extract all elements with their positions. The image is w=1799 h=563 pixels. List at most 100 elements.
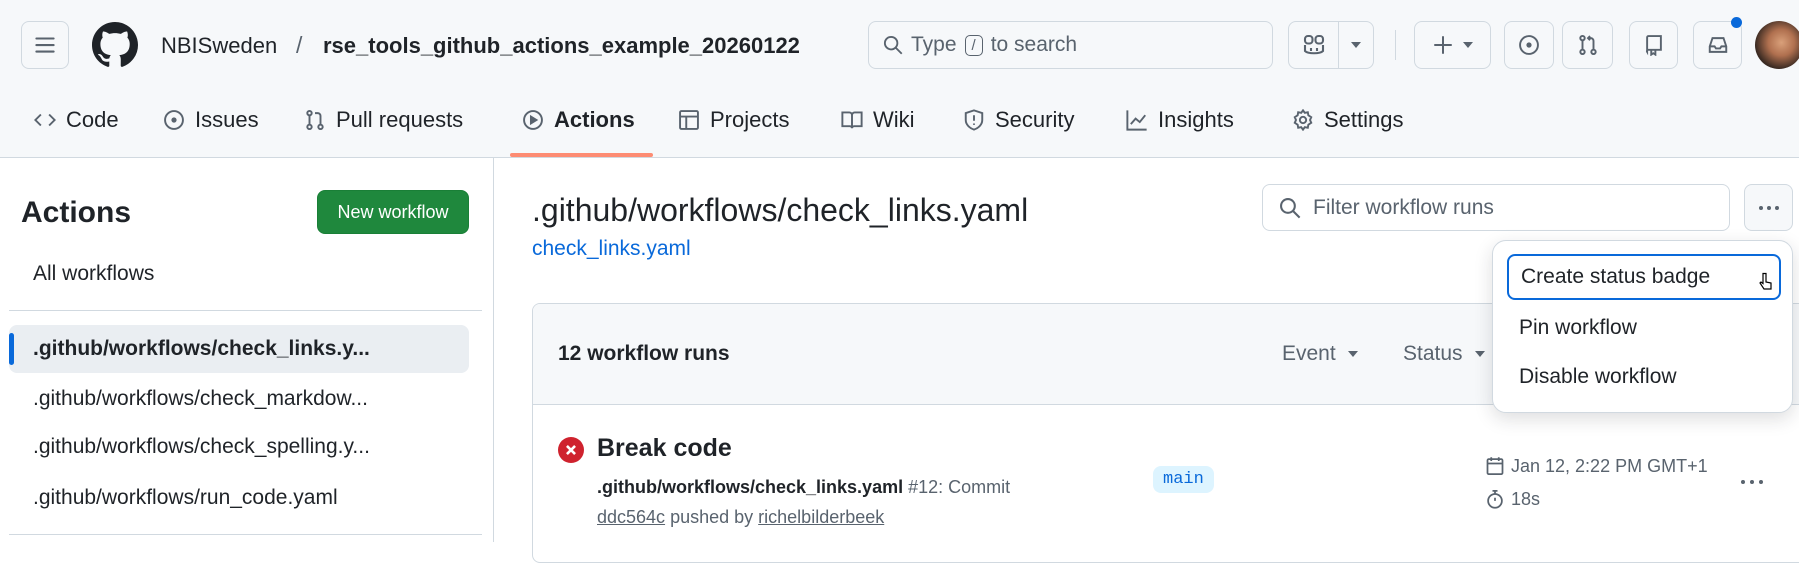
- search-prefix: Type: [911, 33, 957, 56]
- tab-label: Insights: [1158, 107, 1234, 132]
- menu-item-disable-workflow[interactable]: Disable workflow: [1507, 354, 1781, 400]
- search-icon: [1280, 197, 1301, 218]
- tab-projects[interactable]: Projects: [678, 104, 789, 136]
- breadcrumb-separator: /: [296, 32, 303, 58]
- tab-label: Issues: [195, 107, 259, 132]
- header-divider: [1395, 30, 1396, 60]
- menu-item-label: Disable workflow: [1519, 365, 1677, 388]
- chevron-down-icon: [1462, 42, 1473, 48]
- owner-link[interactable]: NBISweden: [161, 33, 278, 58]
- repositories-button[interactable]: [1629, 21, 1678, 69]
- plus-icon: [1433, 36, 1452, 54]
- chevron-down-icon: [1347, 351, 1358, 357]
- tab-settings[interactable]: Settings: [1292, 104, 1404, 136]
- chevron-down-icon: [1351, 42, 1361, 48]
- run-commit-line: ddc564c pushed by richelbilderbeek: [597, 507, 884, 528]
- sidebar-title: Actions: [21, 196, 132, 229]
- event-filter-dropdown[interactable]: Event: [1282, 342, 1358, 366]
- menu-item-label: Create status badge: [1521, 265, 1711, 288]
- sidebar-divider: [9, 310, 482, 311]
- workflow-file-link[interactable]: check_links.yaml: [532, 237, 691, 260]
- menu-item-create-status-badge[interactable]: Create status badge: [1507, 254, 1781, 300]
- sidebar-item-all-workflows[interactable]: All workflows: [33, 262, 155, 285]
- tab-actions[interactable]: Actions: [522, 104, 635, 136]
- tab-insights[interactable]: Insights: [1126, 104, 1234, 136]
- run-options-button[interactable]: [1736, 475, 1768, 489]
- inbox-button[interactable]: [1693, 21, 1742, 69]
- copilot-icon: [1303, 34, 1324, 55]
- tab-label: Code: [66, 107, 119, 132]
- filter-label: Event: [1282, 342, 1336, 365]
- sidebar-item-workflow[interactable]: .github/workflows/check_spelling.y...: [9, 423, 469, 471]
- run-date: Jan 12, 2:22 PM GMT+1: [1485, 455, 1708, 477]
- your-issues-button[interactable]: [1504, 21, 1554, 69]
- play-icon: [523, 110, 543, 130]
- workflow-options-button[interactable]: [1744, 184, 1793, 231]
- kebab-horizontal-icon: [1758, 205, 1779, 210]
- runs-count: 12 workflow runs: [558, 342, 730, 365]
- pushed-by-text: pushed by: [670, 507, 754, 527]
- failure-x-circle-icon: [558, 437, 584, 463]
- tab-pull-requests[interactable]: Pull requests: [304, 104, 463, 136]
- menu-item-pin-workflow[interactable]: Pin workflow: [1507, 305, 1781, 351]
- tab-wiki[interactable]: Wiki: [841, 104, 915, 136]
- workflow-label: .github/workflows/check_markdow...: [33, 387, 368, 410]
- tab-label: Security: [995, 107, 1075, 132]
- sidebar-item-workflow-selected[interactable]: .github/workflows/check_links.y...: [9, 325, 469, 373]
- repo-header: NBISweden / rse_tools_github_actions_exa…: [0, 0, 1799, 158]
- tab-label: Projects: [710, 107, 790, 132]
- selected-indicator: [9, 333, 14, 365]
- issue-icon: [1519, 35, 1539, 55]
- tab-security[interactable]: Security: [963, 104, 1074, 136]
- kebab-horizontal-icon: [1741, 480, 1763, 484]
- sidebar-item-workflow[interactable]: .github/workflows/run_code.yaml: [9, 474, 469, 522]
- tab-code[interactable]: Code: [34, 104, 119, 136]
- workflow-label: .github/workflows/check_links.y...: [33, 337, 370, 360]
- workflow-label: .github/workflows/check_spelling.y...: [33, 435, 370, 458]
- status-filter-dropdown[interactable]: Status: [1403, 342, 1485, 366]
- run-date-text: Jan 12, 2:22 PM GMT+1: [1511, 455, 1708, 476]
- hamburger-icon: [35, 37, 55, 53]
- repo-link[interactable]: rse_tools_github_actions_example_2026012…: [323, 33, 800, 58]
- notification-dot: [1731, 17, 1742, 28]
- tab-issues[interactable]: Issues: [163, 104, 259, 136]
- create-new-button[interactable]: [1414, 21, 1491, 69]
- workflow-options-menu: Create status badge Pin workflow Disable…: [1492, 240, 1793, 413]
- your-pull-requests-button[interactable]: [1562, 21, 1613, 69]
- tab-label: Actions: [554, 107, 635, 132]
- graph-icon: [1126, 110, 1147, 131]
- run-number: #12: Commit: [908, 477, 1011, 497]
- run-title[interactable]: Break code: [597, 434, 732, 462]
- inbox-icon: [1708, 37, 1727, 53]
- avatar[interactable]: [1755, 21, 1799, 69]
- actions-sidebar: Actions New workflow All workflows .gith…: [0, 158, 494, 542]
- search-icon: [883, 35, 903, 55]
- new-workflow-button[interactable]: New workflow: [317, 190, 469, 234]
- global-search-input[interactable]: Type / to search: [868, 21, 1273, 69]
- code-icon: [34, 113, 56, 127]
- run-workflow-name: .github/workflows/check_links.yaml: [597, 477, 904, 497]
- branch-badge[interactable]: main: [1153, 466, 1214, 493]
- commit-sha-link[interactable]: ddc564c: [597, 507, 666, 527]
- workflow-run-row[interactable]: Break code .github/workflows/check_links…: [533, 405, 1799, 562]
- workflow-label: .github/workflows/run_code.yaml: [33, 486, 338, 509]
- shield-icon: [964, 109, 984, 131]
- github-logo-icon[interactable]: [92, 22, 138, 68]
- gear-icon: [1293, 109, 1313, 131]
- author-link[interactable]: richelbilderbeek: [758, 507, 885, 527]
- copilot-button[interactable]: [1288, 21, 1374, 69]
- run-duration: 18s: [1485, 488, 1540, 510]
- filter-workflow-runs-input[interactable]: Filter workflow runs: [1262, 184, 1730, 231]
- pull-request-icon: [1578, 34, 1597, 56]
- calendar-icon: [1486, 457, 1504, 475]
- repo-icon: [1645, 35, 1662, 56]
- active-tab-underline: [510, 153, 653, 157]
- menu-button[interactable]: [21, 21, 69, 69]
- sidebar-item-workflow[interactable]: .github/workflows/check_markdow...: [9, 375, 469, 423]
- sidebar-divider: [9, 534, 482, 535]
- page-title: .github/workflows/check_links.yaml: [532, 192, 1029, 228]
- filter-placeholder: Filter workflow runs: [1313, 195, 1494, 219]
- filter-label: Status: [1403, 342, 1463, 365]
- pull-request-icon: [306, 109, 324, 131]
- chevron-down-icon: [1474, 351, 1485, 357]
